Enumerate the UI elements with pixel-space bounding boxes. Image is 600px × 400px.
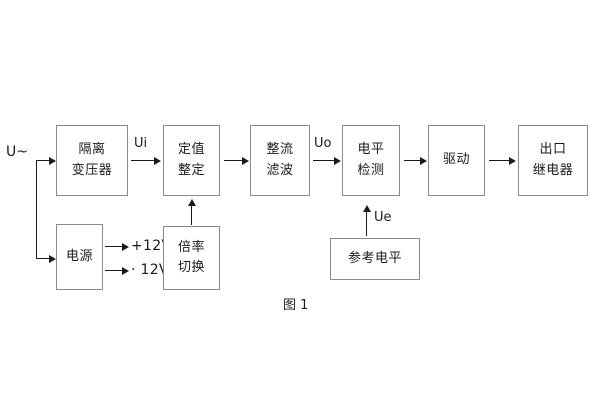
signal-ui-label: Ui [134,136,148,151]
rectify-to-level-arrowhead [334,156,341,165]
setting-to-rectify-arrowhead [242,156,249,165]
block-output-relay[interactable]: 出口 继电器 [518,125,588,196]
drive-to-relay-arrowhead [509,156,516,165]
block-multiplier-switch[interactable]: 倍率 切换 [163,226,220,290]
setting-to-rectify-line [224,160,243,161]
rectify-to-level-line [313,160,335,161]
block-rectify-filter-line1: 整流 [266,142,294,158]
level-to-drive-arrowhead [420,156,427,165]
block-output-relay-line1: 出口 [539,142,567,158]
rail-positive-line [105,246,123,247]
block-rectify-filter-line2: 滤波 [266,162,294,178]
block-level-detect-line2: 检测 [357,162,385,178]
rail-positive-label: +12V [131,238,172,254]
block-setting-value-line1: 定值 [177,142,205,158]
block-rectify-filter[interactable]: 整流 滤波 [250,125,310,196]
input-to-transformer-line [36,160,50,161]
reference-to-level-arrowhead [362,205,371,212]
block-level-detect-line1: 电平 [357,142,385,158]
rail-positive-arrowhead [122,242,129,251]
block-drive[interactable]: 驱动 [428,125,485,196]
transformer-to-setting-arrowhead [154,156,161,165]
rail-negative-line [105,270,123,271]
block-isolation-transformer-line2: 变压器 [71,162,113,178]
level-to-drive-line [404,160,421,161]
block-multiplier-switch-line2: 切换 [177,260,205,275]
input-branch-trunk [36,160,37,258]
input-to-power-arrowhead [49,254,56,263]
block-isolation-transformer-line1: 隔离 [78,142,106,158]
block-output-relay-line2: 继电器 [532,162,574,178]
reference-to-level-line [366,212,367,236]
rail-negative-label: · 12V [131,262,169,278]
signal-ue-label: Ue [374,210,392,225]
rail-negative-arrowhead [122,266,129,275]
block-setting-value-line2: 整定 [177,162,205,178]
input-source-label: U~ [6,144,28,160]
block-power-supply[interactable]: 电源 [56,224,103,290]
block-setting-value[interactable]: 定值 整定 [163,125,220,196]
drive-to-relay-line [489,160,510,161]
block-reference-level-line1: 参考电平 [347,250,402,266]
block-multiplier-switch-line1: 倍率 [177,239,205,255]
block-reference-level[interactable]: 参考电平 [330,238,420,280]
signal-uo-label: Uo [314,136,332,151]
figure-caption: 图 1 [283,298,309,313]
block-isolation-transformer[interactable]: 隔离 变压器 [56,125,128,196]
block-power-supply-line1: 电源 [65,248,93,264]
input-to-transformer-arrowhead [49,156,56,165]
block-drive-line1: 驱动 [442,152,470,168]
multiplier-to-setting-arrowhead [187,199,196,206]
block-level-detect[interactable]: 电平 检测 [342,125,400,196]
transformer-to-setting-line [131,160,155,161]
multiplier-to-setting-line [191,206,192,225]
input-to-power-line [36,258,50,259]
